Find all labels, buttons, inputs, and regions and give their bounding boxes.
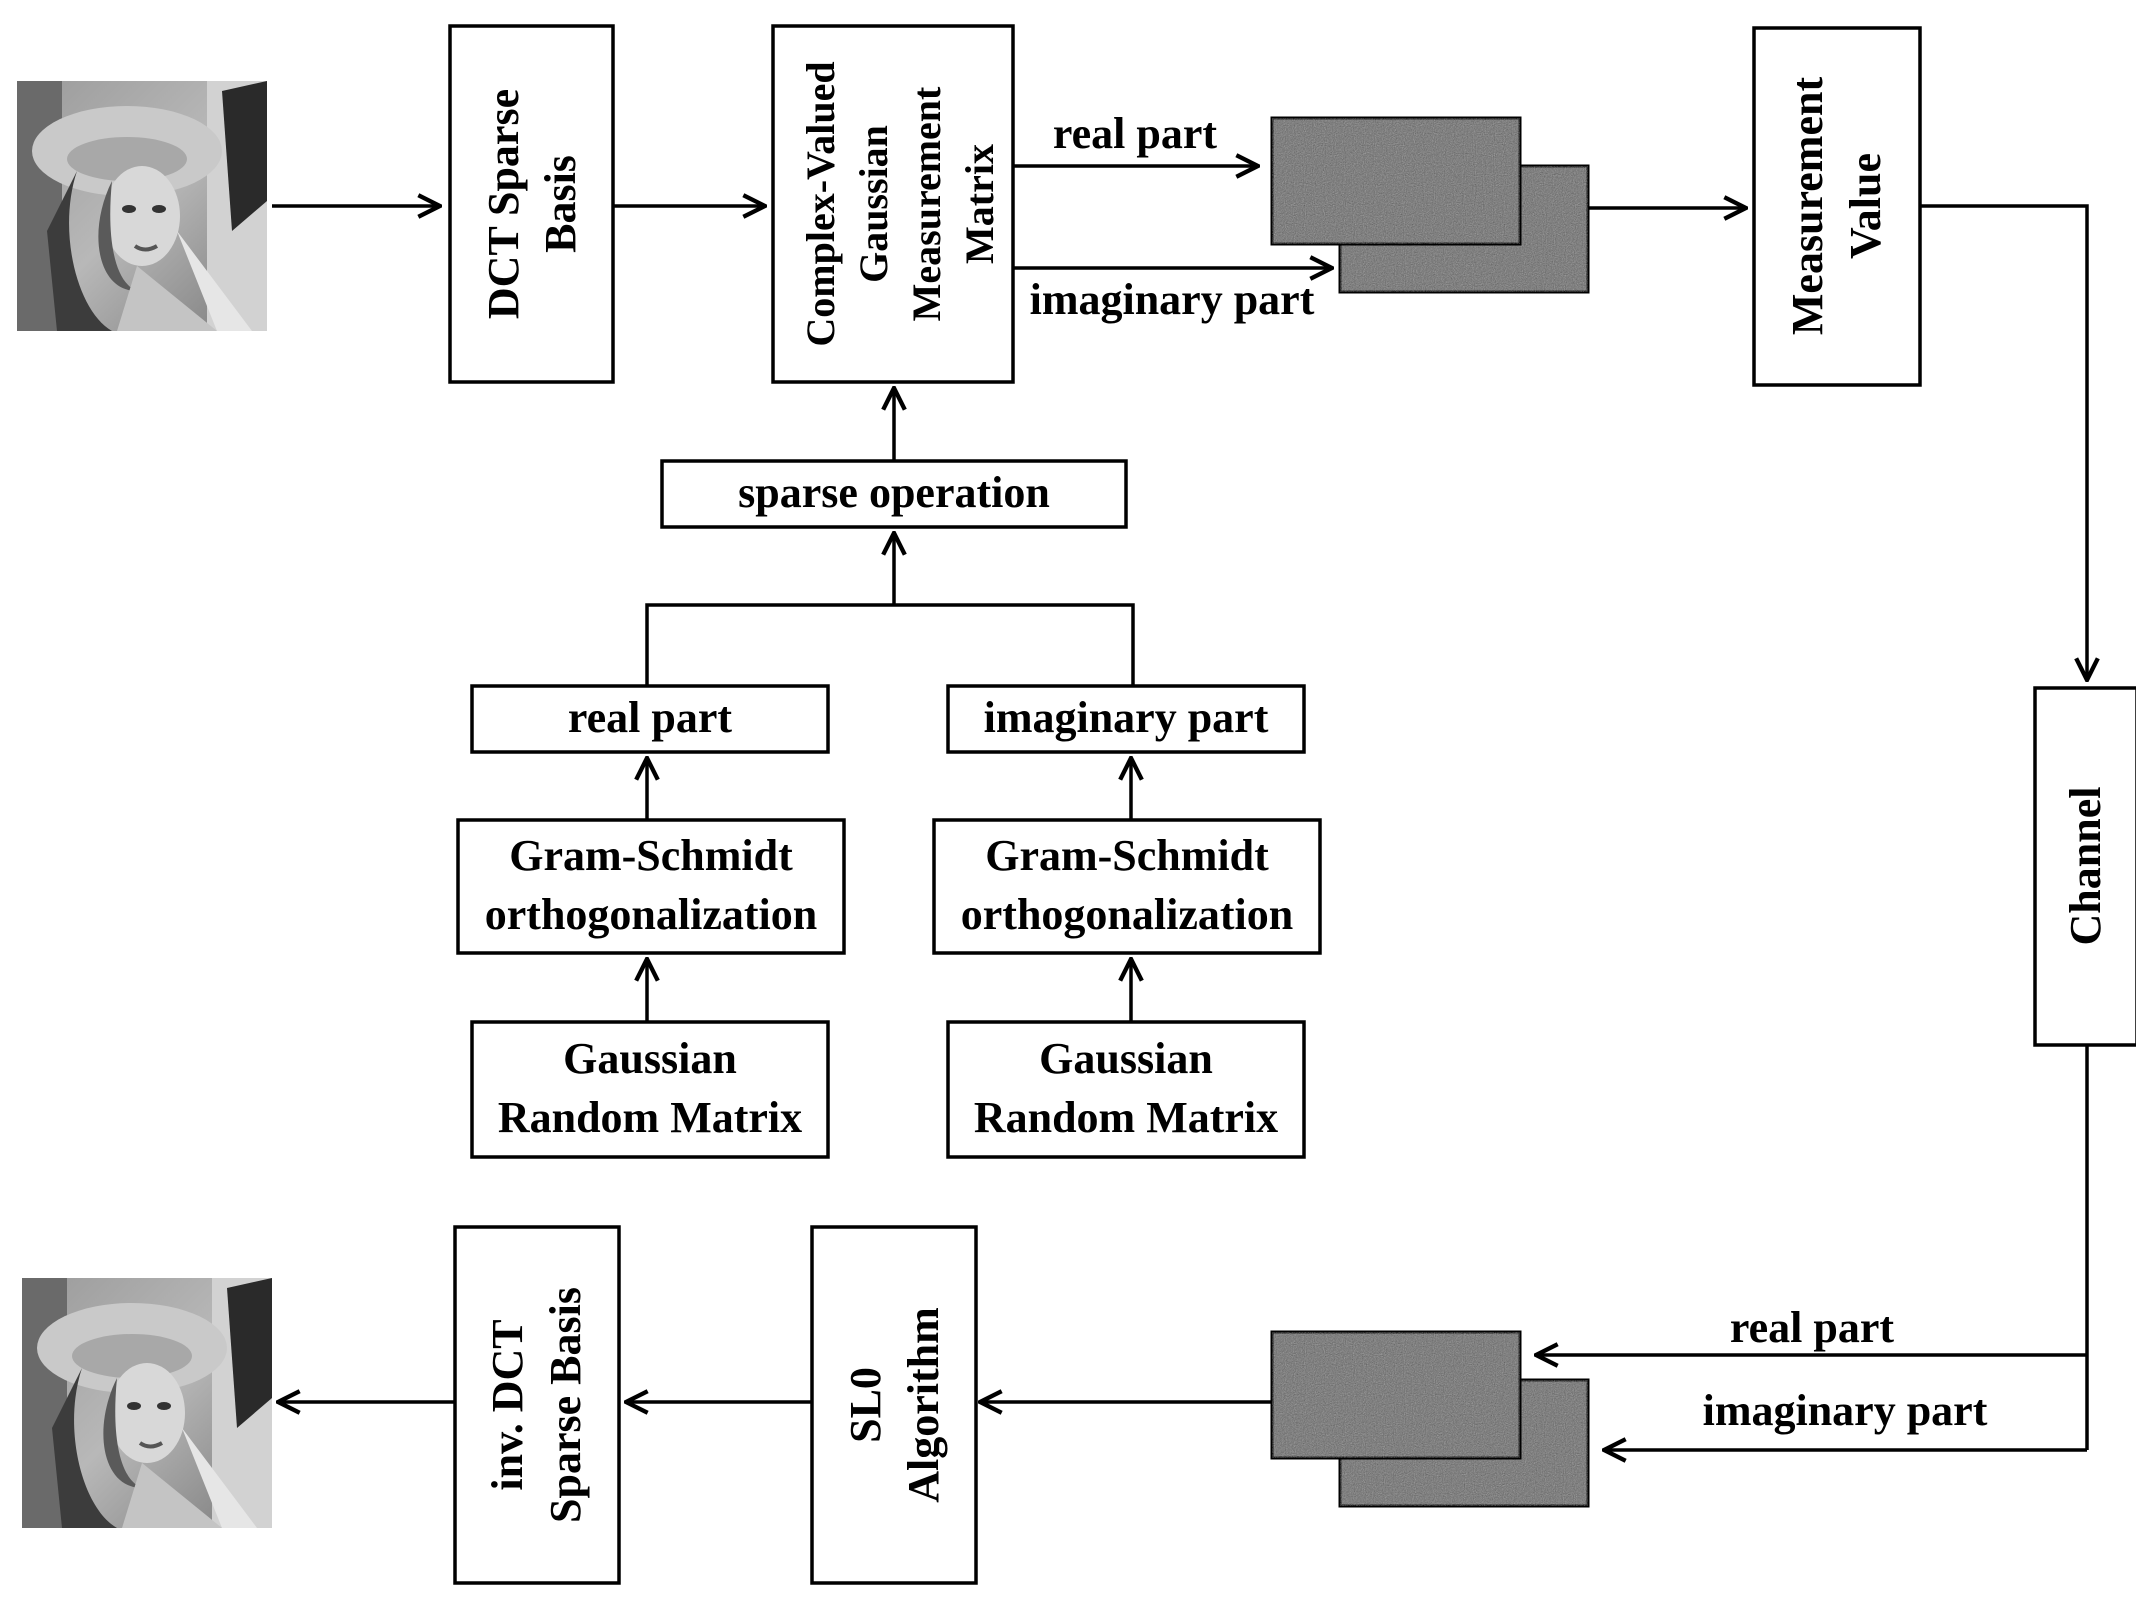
portrait-photo-icon	[15, 79, 269, 333]
gaussian-random-matrix-left-block: Gaussian Random Matrix	[470, 1020, 830, 1159]
portrait-photo-icon	[20, 1276, 274, 1530]
measurement-value-block: Measurement Value	[1752, 26, 1922, 387]
sparse-operation-label: sparse operation	[738, 468, 1050, 517]
bottom-imaginary-part-label: imaginary part	[1703, 1386, 1988, 1435]
dct-label-line-1: DCT Sparse	[479, 89, 528, 319]
sl0-label-line-2: Algorithm	[899, 1307, 948, 1503]
real-part-block: real part	[470, 684, 830, 754]
inv-dct-label-line-2: Sparse Basis	[541, 1287, 590, 1523]
output-image	[20, 1276, 274, 1530]
top-imaginary-part-label: imaginary part	[1030, 275, 1315, 324]
matrix-label-line-4: Matrix	[957, 144, 1002, 264]
gaussian-right-line-1: Gaussian	[1039, 1034, 1213, 1083]
sparse-operation-block: sparse operation	[660, 459, 1128, 529]
sl0-label-line-1: SL0	[841, 1367, 890, 1443]
gram-schmidt-right-line-1: Gram-Schmidt	[985, 831, 1269, 880]
matrix-label-line-2: Gaussian	[851, 125, 896, 283]
top-real-part-label: real part	[1053, 109, 1217, 158]
inv-dct-sparse-basis-block: inv. DCT Sparse Basis	[453, 1225, 621, 1585]
input-image	[15, 79, 269, 333]
noise-texture-icon	[1270, 1330, 1522, 1460]
wire-merge-parts	[645, 603, 1135, 686]
bottom-real-part-label: real part	[1730, 1303, 1894, 1352]
measurement-value-line-1: Measurement	[1783, 77, 1832, 336]
bottom-noise-panels	[1270, 1330, 1590, 1508]
gaussian-left-line-2: Random Matrix	[498, 1093, 802, 1142]
inv-dct-label-line-1: inv. DCT	[483, 1319, 532, 1490]
gaussian-right-line-2: Random Matrix	[974, 1093, 1278, 1142]
gram-schmidt-right-block: Gram-Schmidt orthogonalization	[932, 818, 1322, 955]
gram-schmidt-right-line-2: orthogonalization	[961, 890, 1293, 939]
channel-block: Channel	[2033, 686, 2136, 1047]
imaginary-part-block: imaginary part	[946, 684, 1306, 754]
arrow-measurement-to-channel	[1920, 204, 2087, 680]
channel-label: Channel	[2061, 787, 2110, 946]
top-noise-panels	[1270, 116, 1590, 294]
gaussian-random-matrix-right-block: Gaussian Random Matrix	[946, 1020, 1306, 1159]
dct-label-line-2: Basis	[536, 155, 585, 253]
noise-texture-icon	[1270, 116, 1522, 246]
dct-sparse-basis-block: DCT Sparse Basis	[448, 24, 615, 384]
gram-schmidt-left-line-1: Gram-Schmidt	[509, 831, 793, 880]
gram-schmidt-left-block: Gram-Schmidt orthogonalization	[456, 818, 846, 955]
gaussian-left-line-1: Gaussian	[563, 1034, 737, 1083]
measurement-value-line-2: Value	[1841, 153, 1890, 259]
matrix-label-line-3: Measurement	[904, 86, 949, 321]
imaginary-part-box-label: imaginary part	[984, 693, 1269, 742]
real-part-box-label: real part	[568, 693, 732, 742]
complex-measurement-matrix-block: Complex-Valued Gaussian Measurement Matr…	[771, 24, 1015, 384]
sl0-algorithm-block: SL0 Algorithm	[810, 1225, 978, 1585]
gram-schmidt-left-line-2: orthogonalization	[485, 890, 817, 939]
matrix-label-line-1: Complex-Valued	[798, 61, 843, 346]
